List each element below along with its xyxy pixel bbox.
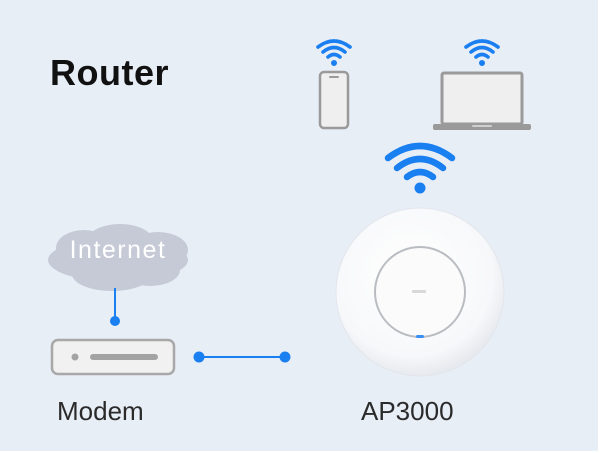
access-point-label: AP3000 — [361, 396, 454, 426]
cloud-icon — [48, 224, 188, 291]
wifi-icon — [316, 39, 352, 66]
wifi-signal-icon — [384, 142, 456, 194]
modem-icon — [50, 338, 176, 376]
smartphone-icon — [318, 70, 350, 130]
modem-label: Modem — [57, 396, 144, 426]
diagram-title: Router — [50, 52, 169, 93]
access-point-icon — [335, 207, 505, 377]
internet-modem-connector — [110, 288, 120, 326]
wifi-icon — [464, 39, 500, 66]
laptop-icon — [433, 71, 531, 130]
internet-label: Internet — [69, 236, 167, 264]
modem-ap-connector — [193, 351, 291, 363]
